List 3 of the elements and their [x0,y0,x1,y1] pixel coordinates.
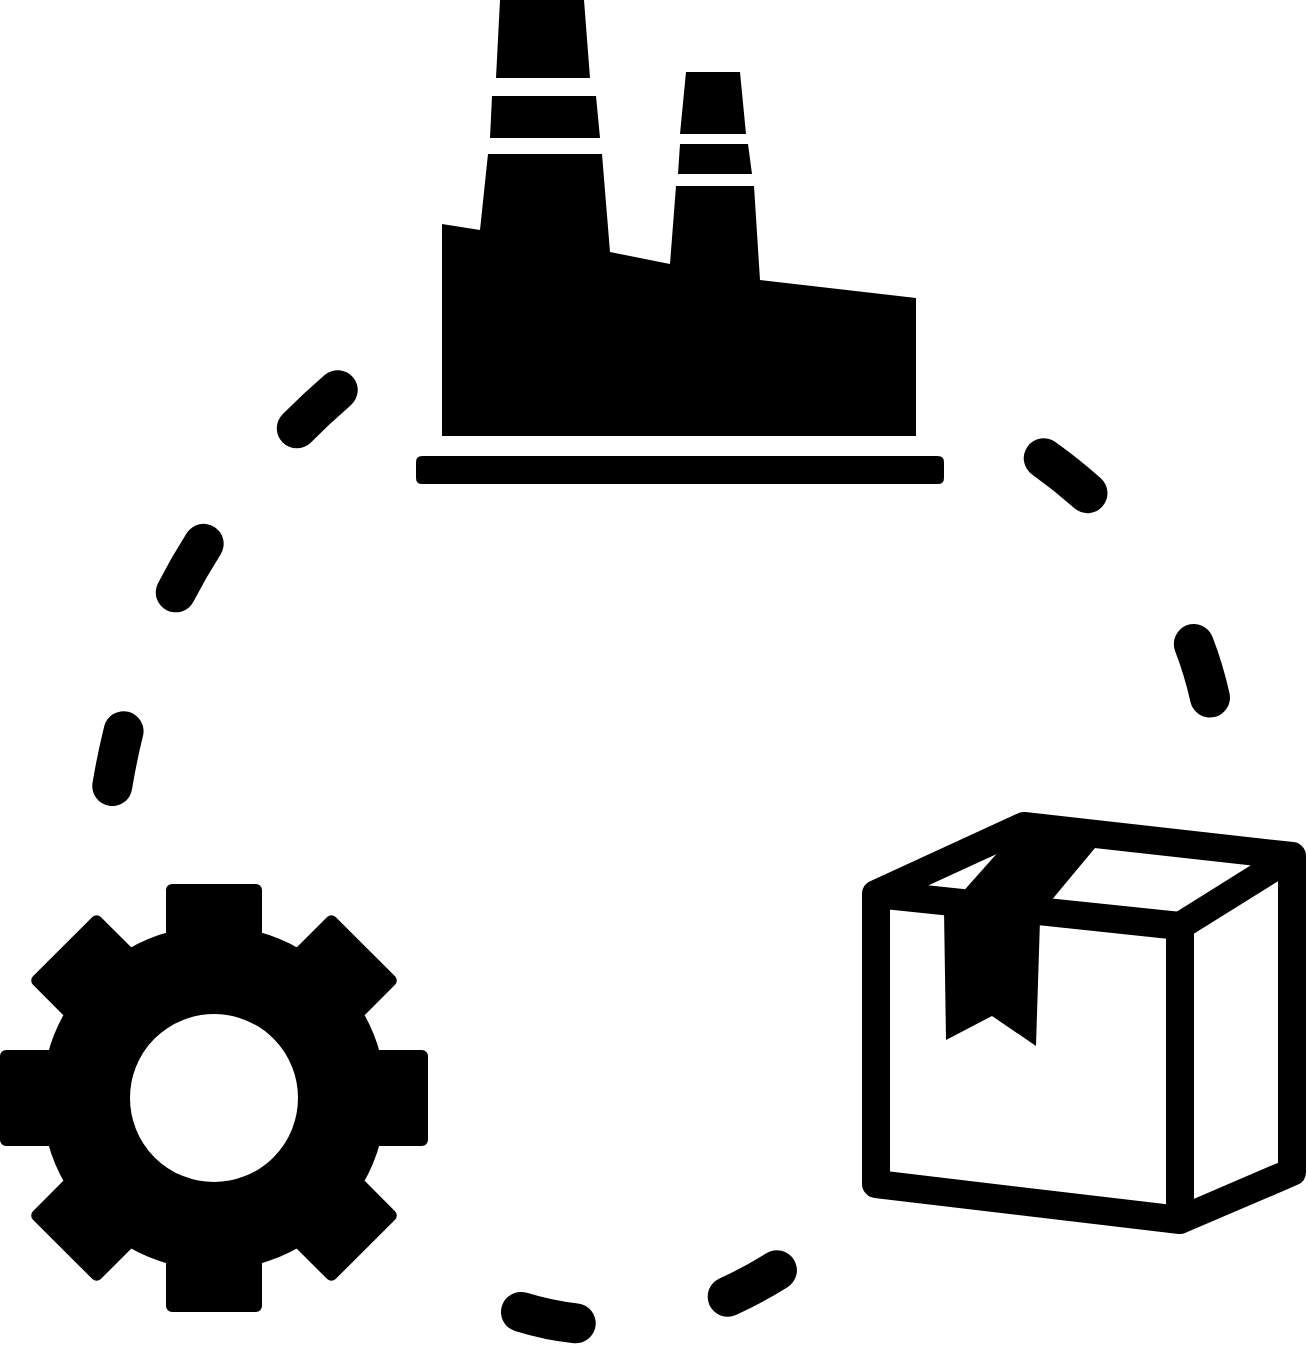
gear-icon [0,880,430,1316]
package-icon [860,810,1308,1236]
factory-icon [416,0,944,486]
